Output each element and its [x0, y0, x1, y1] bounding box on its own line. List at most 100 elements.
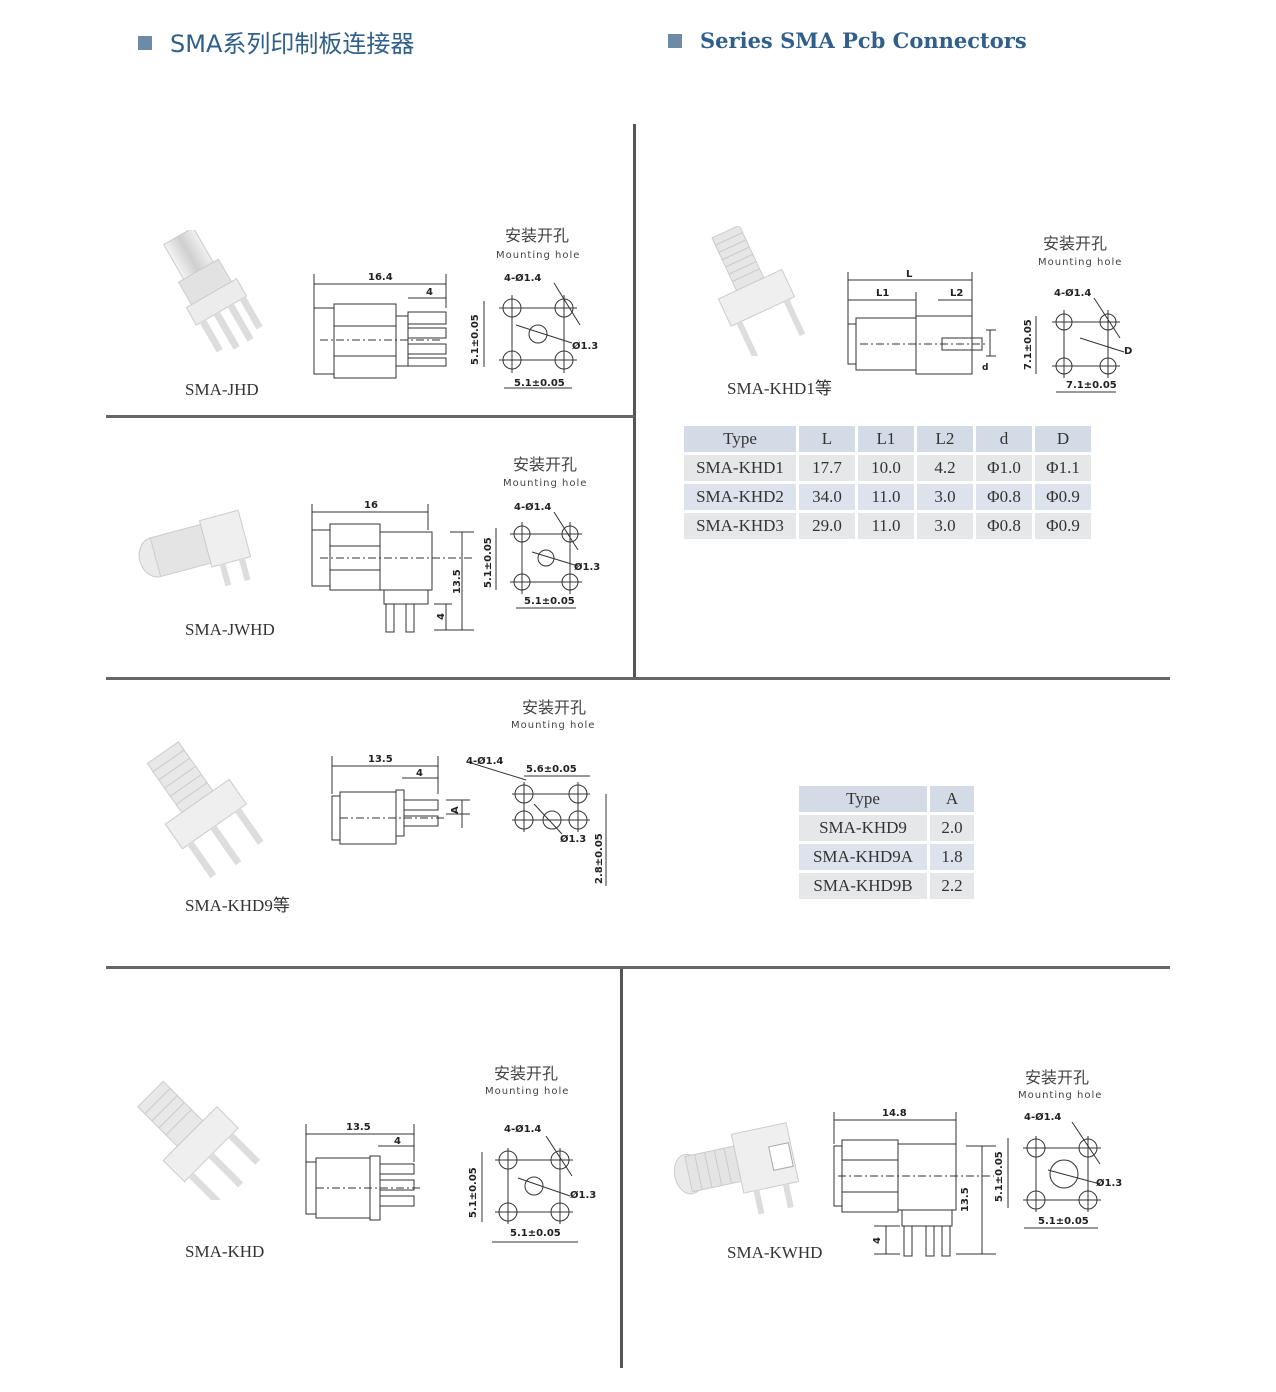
dim-length: 13.5 [346, 1122, 371, 1133]
table-cell: SMA-KHD9 [799, 815, 927, 841]
dim-pitch-h: 7.1±0.05 [1066, 380, 1117, 391]
dim-pitch-h: 5.1±0.05 [510, 1228, 561, 1239]
dim-D: D [1124, 346, 1132, 357]
dim-hole-center: Ø1.3 [570, 1189, 596, 1201]
header-cell: A [930, 786, 974, 812]
dim-offset: 4 [872, 1237, 883, 1244]
connector-3d-image [163, 230, 263, 353]
table-cell: Φ1.0 [976, 455, 1032, 481]
table-row: SMA-KHD9A 1.8 [799, 844, 974, 870]
dim-L1: L1 [876, 288, 889, 299]
dim-hole4: 4-Ø1.4 [504, 272, 541, 284]
dim-pitch-v: 7.1±0.05 [1023, 319, 1034, 370]
header-cell: Type [799, 786, 927, 812]
spec-table-khd1: Type L L1 L2 d D SMA-KHD1 17.7 10.0 4.2 … [681, 423, 1094, 542]
mounting-hole-subtitle: Mounting hole [503, 478, 588, 489]
mounting-hole-title: 安装开孔 [513, 455, 578, 474]
table-row: SMA-KHD9B 2.2 [799, 873, 974, 899]
header-cell: D [1035, 426, 1091, 452]
dim-pitch-v: 5.1±0.05 [468, 1167, 479, 1218]
table-cell: 29.0 [799, 513, 855, 539]
table-cell: Φ0.8 [976, 484, 1032, 510]
dim-d: d [982, 363, 988, 373]
dim-offset: 4 [416, 768, 423, 779]
dim-hole4: 4-Ø1.4 [466, 755, 503, 767]
dim-pitch-v: 5.1±0.05 [994, 1151, 1005, 1202]
mounting-hole-subtitle: Mounting hole [485, 1086, 570, 1097]
hole-pattern-drawing: 4-Ø1.4 Ø1.3 5.1±0.05 5.1±0.05 [470, 272, 598, 389]
table-cell: 3.0 [917, 484, 973, 510]
divider-vertical-bottom [620, 968, 623, 1368]
mounting-hole-subtitle: Mounting hole [1018, 1090, 1103, 1101]
table-row: SMA-KHD2 34.0 11.0 3.0 Φ0.8 Φ0.9 [684, 484, 1091, 510]
header-cell: L [799, 426, 855, 452]
table-cell: Φ0.8 [976, 513, 1032, 539]
table-header-row: Type A [799, 786, 974, 812]
dim-hole-center: Ø1.3 [574, 561, 600, 573]
table-row: SMA-KHD1 17.7 10.0 4.2 Φ1.0 Φ1.1 [684, 455, 1091, 481]
table-header-row: Type L L1 L2 d D [684, 426, 1091, 452]
dim-offset: 4 [394, 1136, 401, 1147]
header-cell: L1 [858, 426, 914, 452]
header-cell: L2 [917, 426, 973, 452]
table-cell: 11.0 [858, 513, 914, 539]
model-label: SMA-KWHD [727, 1243, 823, 1262]
page-title-cn: SMA系列印制板连接器 [138, 24, 414, 59]
model-label: SMA-KHD [185, 1242, 265, 1261]
dim-hole4: 4-Ø1.4 [1054, 287, 1091, 299]
table-row: SMA-KHD9 2.0 [799, 815, 974, 841]
dim-offset: 4 [426, 287, 433, 298]
dim-hole-center: Ø1.3 [560, 833, 586, 845]
dim-pitch-v: 5.1±0.05 [470, 314, 481, 365]
dimension-drawing: 16.4 4 [313, 272, 447, 379]
page-title-en: Series SMA Pcb Connectors [668, 28, 1027, 53]
mounting-hole-title: 安装开孔 [494, 1064, 559, 1083]
square-bullet-icon [138, 36, 152, 50]
table-cell: 2.0 [930, 815, 974, 841]
dim-pitch-v: 5.1±0.05 [483, 537, 494, 588]
divider-h-2 [106, 677, 1170, 680]
dim-pitch-v: 2.8±0.05 [594, 833, 605, 884]
hole-pattern-drawing: 4-Ø1.4 Ø1.3 5.1±0.05 5.1±0.05 [483, 501, 600, 609]
divider-h-3 [106, 966, 1170, 969]
mounting-hole-subtitle: Mounting hole [496, 250, 581, 261]
hole-pattern-drawing: 4-Ø1.4 Ø1.3 5.1±0.05 5.1±0.05 [994, 1111, 1122, 1229]
connector-3d-image [137, 1080, 261, 1200]
dim-pitch-h: 5.1±0.05 [514, 378, 565, 389]
dimension-drawing: L L1 L2 d [847, 269, 996, 375]
dim-hole-center: Ø1.3 [572, 340, 598, 352]
model-label: SMA-JWHD [185, 620, 275, 639]
table-cell: Φ0.9 [1035, 513, 1091, 539]
table-cell: Φ1.1 [1035, 455, 1091, 481]
dim-hole-center: Ø1.3 [1096, 1177, 1122, 1189]
table-cell: 3.0 [917, 513, 973, 539]
divider-h-1 [106, 415, 634, 418]
header-cell: d [976, 426, 1032, 452]
table-cell: SMA-KHD9A [799, 844, 927, 870]
model-label: SMA-KHD9等 [185, 896, 290, 915]
table-cell: 17.7 [799, 455, 855, 481]
table-row: SMA-KHD3 29.0 11.0 3.0 Φ0.8 Φ0.9 [684, 513, 1091, 539]
dim-height: 13.5 [960, 1187, 971, 1212]
spec-table-khd9: Type A SMA-KHD9 2.0 SMA-KHD9A 1.8 SMA-KH… [796, 783, 977, 902]
dim-pitch-h: 5.6±0.05 [526, 764, 577, 775]
dim-A: A [450, 806, 461, 814]
dim-hole4: 4-Ø1.4 [1024, 1111, 1061, 1123]
dimension-drawing: 13.5 4 [305, 1122, 422, 1221]
dim-offset: 4 [436, 613, 447, 620]
dim-length: 16.4 [368, 272, 393, 283]
square-bullet-icon [668, 33, 682, 48]
hole-pattern-drawing: 4-Ø1.4 5.6±0.05 Ø1.3 2.8±0.05 [466, 755, 607, 886]
table-cell: 2.2 [930, 873, 974, 899]
dim-length: 13.5 [368, 754, 393, 765]
mounting-hole-title: 安装开孔 [522, 698, 587, 717]
table-cell: 4.2 [917, 455, 973, 481]
hole-pattern-drawing: 4-Ø1.4 Ø1.3 5.1±0.05 5.1±0.05 [468, 1123, 596, 1243]
table-cell: 10.0 [858, 455, 914, 481]
divider-vertical-top [633, 124, 636, 678]
dimension-drawing: 14.8 13.5 4 [833, 1108, 996, 1257]
dim-L: L [906, 269, 913, 280]
dim-length: 16 [364, 500, 378, 511]
dimension-drawing: 16 13.5 4 [311, 500, 474, 633]
mounting-hole-title: 安装开孔 [505, 226, 570, 245]
